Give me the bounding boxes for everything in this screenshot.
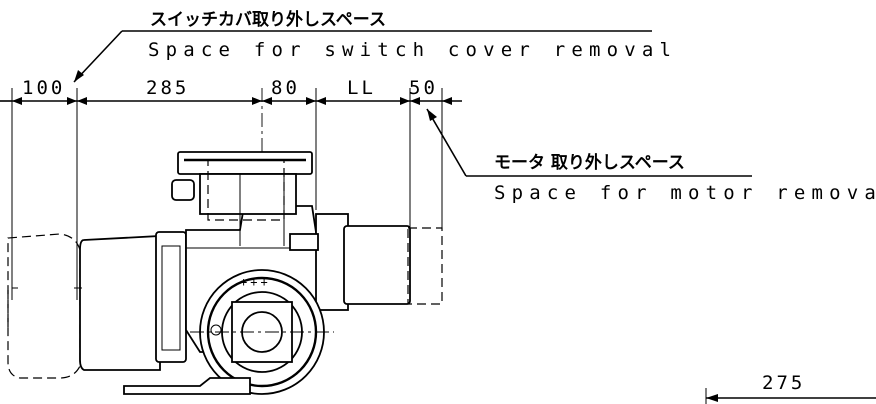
- switch-cover-label-jp: スイッチカバ取り外しスペース: [150, 9, 386, 30]
- motor-leader-arrow: [427, 109, 437, 121]
- switch-cover-leader-arrow: [74, 70, 84, 82]
- motor-flange-left: [155, 231, 187, 363]
- motor-label-jp: モータ 取り外しスペース: [494, 152, 685, 173]
- switch-cover-callout: スイッチカバ取り外しスペース Space for switch cover re…: [73, 9, 677, 83]
- arrow-80-left: [262, 97, 272, 105]
- arrow-50-right: [442, 97, 452, 105]
- motor-removal-space-right: [407, 227, 443, 305]
- cable-gland: [171, 179, 195, 201]
- motor-removal-space-left: [7, 233, 81, 379]
- arrow-LL-left: [316, 97, 326, 105]
- base-lever: [123, 377, 251, 395]
- arrow-275: [706, 394, 718, 402]
- actuator-body: +++: [7, 151, 443, 395]
- arrow-285-right: [252, 97, 262, 105]
- dim-285: 285: [146, 77, 189, 99]
- switch-cover-top: [177, 151, 313, 175]
- switch-cover-body: [199, 173, 297, 215]
- arrow-100-right: [67, 97, 77, 105]
- dim-100: 100: [22, 77, 65, 99]
- arrow-100-left: [12, 97, 22, 105]
- motor-left: [79, 235, 161, 371]
- arrow-80-right: [306, 97, 316, 105]
- motor-right: [343, 225, 411, 305]
- dim-275: 275: [762, 372, 805, 394]
- motor-label-en: Space for motor removal: [494, 182, 876, 204]
- bottom-dimension: 275: [705, 372, 876, 404]
- dim-80: 80: [271, 77, 300, 99]
- flange-marks: +++: [240, 275, 271, 289]
- switch-cover-label-en: Space for switch cover removal: [148, 39, 677, 61]
- motor-flange-right: [315, 213, 349, 311]
- motor-callout: モータ 取り外しスペース Space for motor removal: [426, 108, 876, 204]
- dim-LL: LL: [347, 77, 376, 99]
- dim-50: 50: [409, 77, 438, 99]
- top-dimension-chain: 100 285 80 LL 50: [0, 77, 462, 300]
- arrow-LL-right: [400, 97, 410, 105]
- terminal-box: [289, 233, 319, 251]
- arrow-50-left: [410, 97, 420, 105]
- motor-leader: [426, 108, 467, 177]
- motor-flange-inner: [161, 245, 181, 351]
- arrow-285-left: [77, 97, 87, 105]
- bolt-hole: [210, 324, 222, 336]
